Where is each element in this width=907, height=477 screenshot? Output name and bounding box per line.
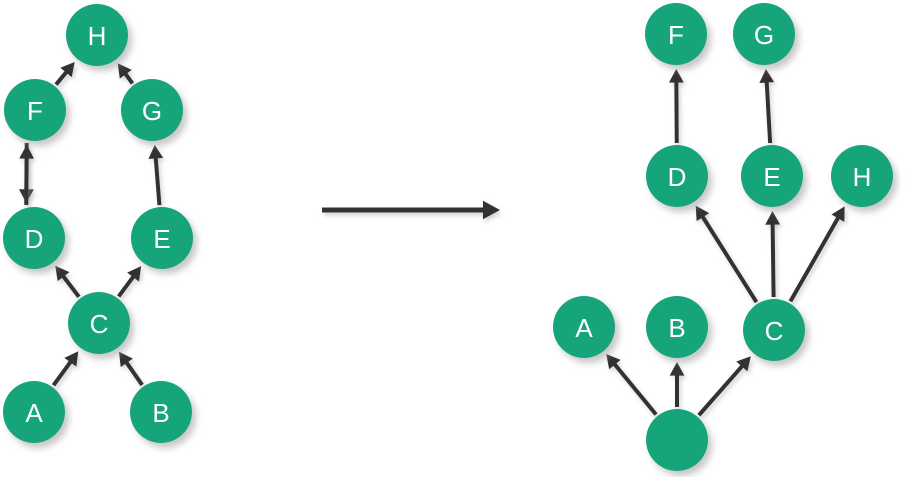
left-node-d[interactable]: D [3, 207, 65, 269]
left-node-a[interactable]: A [3, 381, 65, 443]
left-graph-edges [18, 61, 164, 387]
left-edge-G-to-H [117, 63, 135, 85]
left-edge-B-to-C [119, 351, 144, 387]
left-edge-C-to-D [55, 265, 81, 299]
transform-arrow [322, 200, 500, 220]
left-edge-C-to-E [117, 266, 142, 298]
right-node-b[interactable]: B [646, 296, 708, 358]
right-node-a[interactable]: A [553, 296, 615, 358]
right-edge-C-to-H [788, 206, 845, 303]
right-edge-ROOT-to-C [697, 356, 751, 417]
left-edge-D-to-F [19, 144, 35, 205]
left-node-e[interactable]: E [131, 207, 193, 269]
right-edge-E-to-G [759, 68, 775, 144]
right-edge-C-to-E [765, 210, 781, 298]
right-node-d[interactable]: D [646, 145, 708, 207]
right-node-g[interactable]: G [733, 3, 795, 65]
right-node-f[interactable]: F [645, 3, 707, 65]
right-edge-C-to-D [695, 205, 759, 304]
left-node-h[interactable]: H [66, 4, 128, 66]
right-node-c[interactable]: C [743, 299, 805, 361]
left-node-c[interactable]: C [68, 292, 130, 354]
right-edge-ROOT-to-A [606, 354, 658, 416]
left-node-b[interactable]: B [130, 381, 192, 443]
left-edge-A-to-C [51, 351, 79, 387]
right-node-e[interactable]: E [741, 145, 803, 207]
left-edge-E-to-G [148, 144, 164, 206]
right-edge-D-to-F [668, 68, 684, 144]
left-edge-F-to-H [54, 61, 75, 86]
left-node-f[interactable]: F [4, 79, 66, 141]
transform-arrow-shape [322, 200, 500, 220]
right-edge-ROOT-to-B [669, 362, 685, 407]
right-node-unlabeled[interactable] [646, 409, 708, 471]
right-graph-edges [606, 68, 845, 417]
right-node-h[interactable]: H [831, 145, 893, 207]
left-node-g[interactable]: G [121, 79, 183, 141]
